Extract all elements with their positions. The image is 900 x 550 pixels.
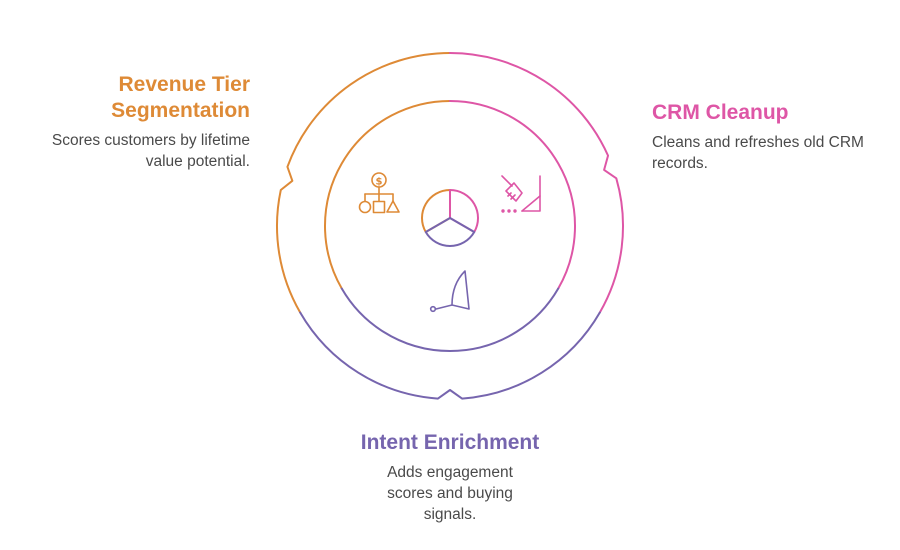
intent-enrichment-title: Intent Enrichment: [360, 431, 540, 454]
inner-ring: [324, 100, 576, 352]
satellite-dish-icon: [429, 270, 470, 313]
pie-slice-revenue: [421, 189, 451, 233]
pie-slice-crm: [449, 189, 479, 233]
crm-cleanup-title: CRM Cleanup: [652, 101, 789, 124]
revenue-tier-description: Scores customers by lifetime value poten…: [51, 132, 250, 170]
outer-ring: [276, 52, 624, 400]
outer-ring-crm-segment[interactable]: [449, 52, 624, 314]
crm-cleanup-description: Cleans and refreshes old CRM records.: [652, 134, 864, 172]
inner-ring-revenue-segment[interactable]: [324, 100, 451, 290]
outer-ring-revenue-segment[interactable]: [276, 52, 451, 314]
crm-cleanup-label: CRM Cleanup Cleans and refreshes old CRM…: [652, 100, 872, 174]
dollar-sign-glyph: $: [376, 177, 383, 188]
revenue-tier-title: Revenue Tier Segmentation: [111, 73, 250, 122]
revenue-tier-label: Revenue Tier Segmentation Scores custome…: [30, 72, 250, 172]
broom-icon: [501, 175, 541, 213]
inner-ring-intent-segment[interactable]: [340, 287, 560, 352]
pie-chart-icon: [421, 189, 479, 247]
money-hierarchy-icon: $: [358, 172, 400, 214]
intent-enrichment-description: Adds engagement scores and buying signal…: [387, 464, 513, 523]
inner-ring-crm-segment[interactable]: [449, 100, 576, 290]
outer-ring-intent-segment[interactable]: [299, 311, 601, 400]
intent-enrichment-label: Intent Enrichment Adds engagement scores…: [300, 430, 600, 525]
pie-slice-intent: [424, 217, 476, 247]
